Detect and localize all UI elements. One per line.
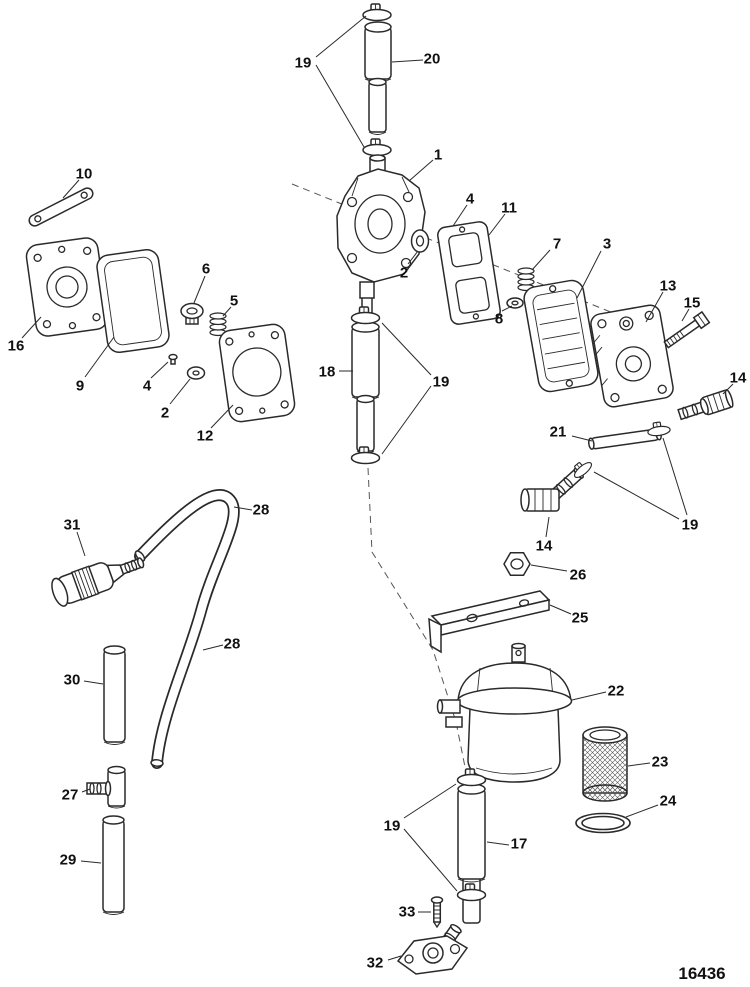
callout-27: 27 bbox=[62, 786, 79, 803]
callout-13: 13 bbox=[660, 277, 677, 294]
part-22-fuel-filter-housing bbox=[436, 642, 573, 783]
part-24-o-ring bbox=[575, 812, 631, 834]
callout-2-center: 2 bbox=[400, 264, 408, 281]
part-8-retainer-disc bbox=[506, 297, 524, 309]
callout-28-lower: 28 bbox=[224, 635, 241, 652]
part-19-clamp-top-upper bbox=[362, 3, 392, 22]
callout-18: 18 bbox=[319, 363, 336, 380]
callout-8: 8 bbox=[495, 310, 503, 327]
part-13-pump-base bbox=[590, 304, 674, 408]
part-25-mounting-bracket bbox=[428, 590, 551, 654]
part-19-clamp-top-lower bbox=[362, 138, 392, 157]
part-15-bolt bbox=[663, 310, 711, 349]
callout-30: 30 bbox=[64, 671, 81, 688]
callout-5: 5 bbox=[230, 292, 238, 309]
callout-32: 32 bbox=[367, 954, 384, 971]
part-29-fuel-tube bbox=[102, 815, 125, 915]
callout-4-center: 4 bbox=[466, 190, 475, 207]
part-4-pin-left bbox=[168, 353, 178, 365]
callout-labels: 19 20 1 4 11 2 7 3 8 13 15 10 16 6 5 9 4… bbox=[8, 50, 747, 971]
part-10-strap bbox=[28, 187, 94, 227]
callout-14-right: 14 bbox=[730, 369, 747, 386]
callout-21: 21 bbox=[550, 423, 567, 440]
leader-lines bbox=[21, 15, 734, 961]
part-17-fuel-hose-bottom bbox=[457, 783, 486, 924]
callout-1: 1 bbox=[434, 146, 442, 163]
part-31-check-valve bbox=[51, 557, 145, 607]
part-5-spring bbox=[209, 312, 227, 337]
callout-15: 15 bbox=[684, 294, 701, 311]
drawing-number: 16436 bbox=[678, 964, 725, 983]
part-18-fuel-hose-mid bbox=[351, 321, 380, 454]
part-19-clamp-mid-lower bbox=[350, 446, 381, 465]
callout-24: 24 bbox=[660, 792, 677, 809]
callout-22: 22 bbox=[608, 682, 625, 699]
callout-2-left: 2 bbox=[161, 404, 169, 421]
part-28-long-hose bbox=[134, 489, 240, 769]
callout-16: 16 bbox=[8, 337, 25, 354]
callout-19-bottom: 19 bbox=[384, 817, 401, 834]
part-26-hex-nut bbox=[503, 551, 531, 577]
callout-33: 33 bbox=[399, 903, 416, 920]
part-19-clamp-right-outer bbox=[646, 420, 672, 438]
callout-26: 26 bbox=[570, 566, 587, 583]
part-33-screw bbox=[430, 896, 444, 929]
part-1-fuel-pump-body bbox=[336, 154, 426, 319]
callout-4-left: 4 bbox=[143, 377, 152, 394]
part-32-elbow-fitting-bottom bbox=[396, 923, 469, 975]
callout-20: 20 bbox=[424, 50, 441, 67]
callout-6: 6 bbox=[202, 260, 210, 277]
part-27-tee-connector bbox=[86, 765, 126, 809]
callout-7: 7 bbox=[553, 235, 561, 252]
part-16-pump-base-plate bbox=[25, 237, 109, 337]
callout-29: 29 bbox=[60, 851, 77, 868]
callout-19-mid: 19 bbox=[433, 373, 450, 390]
part-2-disc-center bbox=[410, 229, 430, 253]
part-19-clamp-bottom-lower bbox=[456, 883, 487, 902]
callout-11: 11 bbox=[501, 199, 517, 216]
part-20-fuel-hose-top bbox=[364, 21, 392, 135]
part-3-cover-plate bbox=[523, 279, 599, 393]
part-12-plate bbox=[218, 323, 296, 423]
callout-31: 31 bbox=[64, 516, 81, 533]
callout-17: 17 bbox=[511, 835, 528, 852]
part-2-disc-left bbox=[186, 366, 206, 380]
part-30-fuel-tube bbox=[103, 645, 126, 745]
callout-14-mid: 14 bbox=[536, 537, 553, 554]
part-9-diaphragm bbox=[96, 248, 170, 354]
callout-10: 10 bbox=[76, 165, 93, 182]
part-14-fitting-right bbox=[677, 389, 734, 421]
callout-28-upper: 28 bbox=[253, 501, 270, 518]
callout-3: 3 bbox=[603, 235, 611, 252]
callout-12: 12 bbox=[197, 427, 214, 444]
callout-25: 25 bbox=[572, 609, 589, 626]
callout-9: 9 bbox=[76, 377, 84, 394]
callout-19-top: 19 bbox=[295, 54, 312, 71]
part-19-clamp-mid-upper bbox=[350, 306, 381, 325]
callout-19-right: 19 bbox=[682, 516, 699, 533]
part-6-check-valve-retainer bbox=[180, 302, 204, 325]
part-11-gasket bbox=[437, 221, 501, 325]
callout-23: 23 bbox=[652, 753, 669, 770]
part-23-filter-element bbox=[582, 726, 628, 802]
